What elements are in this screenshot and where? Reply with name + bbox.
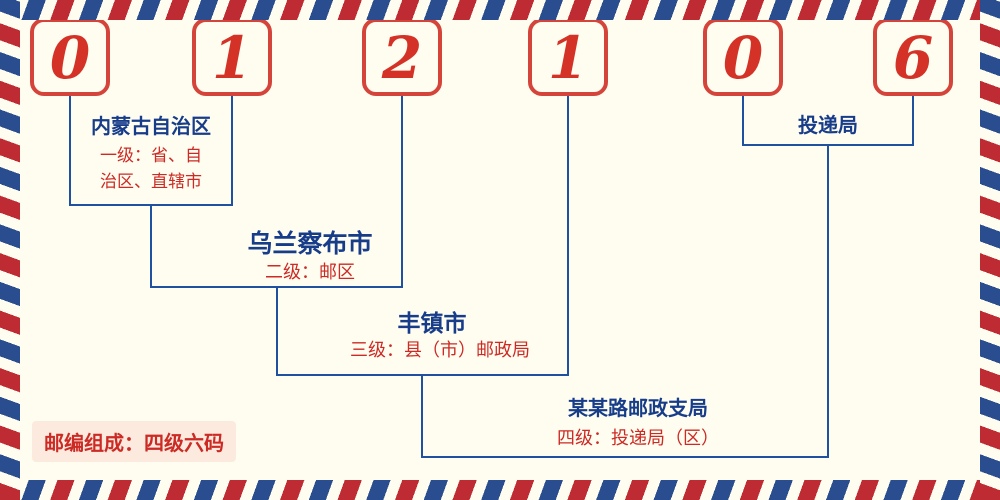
connector-drop-3 xyxy=(421,376,423,458)
level4-region-name: 某某路邮政支局 xyxy=(568,398,708,420)
digit-4: 1 xyxy=(547,24,589,92)
delivery-office-label: 投递局 xyxy=(798,115,858,137)
level4-description: 四级：投递局（区） xyxy=(557,428,719,448)
connector-level1-left xyxy=(69,96,71,206)
digit-5: 0 xyxy=(722,24,764,92)
bracket-delivery xyxy=(742,144,914,146)
level1-region-name: 内蒙古自治区 xyxy=(91,116,211,138)
connector-digit6 xyxy=(912,96,914,146)
digit-box-2: 1 xyxy=(192,18,272,96)
bracket-level4 xyxy=(421,456,829,458)
bracket-level2 xyxy=(150,286,403,288)
level3-region-name: 丰镇市 xyxy=(397,310,467,336)
airmail-stripe-right xyxy=(980,0,1000,500)
connector-right-side xyxy=(827,146,829,458)
airmail-stripe-left xyxy=(0,0,20,500)
level2-region-name: 乌兰察布市 xyxy=(247,230,373,258)
digit-box-5: 0 xyxy=(703,18,783,96)
connector-drop-2 xyxy=(276,288,278,376)
bracket-level3 xyxy=(276,374,569,376)
digit-3: 2 xyxy=(381,24,423,92)
digit-box-6: 6 xyxy=(873,18,953,96)
connector-digit4 xyxy=(567,96,569,376)
connector-digit3 xyxy=(401,96,403,288)
connector-drop-1 xyxy=(150,206,152,288)
digit-box-1: 0 xyxy=(30,18,110,96)
airmail-stripe-bottom xyxy=(0,480,1000,500)
level1-description: 一级：省、自治区、直辖市 xyxy=(100,146,202,191)
digit-1: 0 xyxy=(49,24,91,92)
connector-digit5 xyxy=(742,96,744,146)
bracket-level1 xyxy=(69,204,233,206)
digit-6: 6 xyxy=(892,24,934,92)
digit-box-3: 2 xyxy=(362,18,442,96)
level2-description: 二级：邮区 xyxy=(265,262,355,282)
postal-code-composition-note: 邮编组成：四级六码 xyxy=(32,421,236,462)
digit-box-4: 1 xyxy=(528,18,608,96)
airmail-stripe-top xyxy=(0,0,1000,20)
level3-description: 三级：县（市）邮政局 xyxy=(350,340,530,360)
digit-2: 1 xyxy=(211,24,253,92)
connector-level1-right xyxy=(231,96,233,206)
